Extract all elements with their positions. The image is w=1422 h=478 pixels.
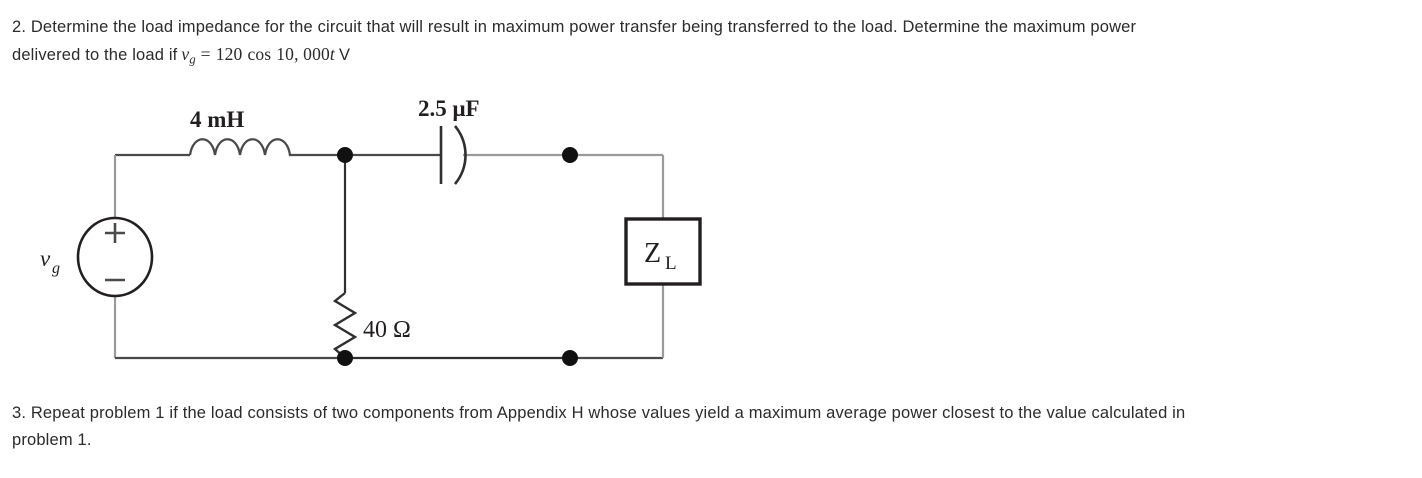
capacitor-label: 2.5 μF bbox=[418, 96, 480, 121]
capacitor bbox=[439, 125, 467, 185]
resistor-zigzag bbox=[332, 292, 358, 359]
equation-variable: v bbox=[181, 44, 190, 64]
resistor bbox=[332, 292, 358, 359]
equation-time-variable: t bbox=[329, 44, 335, 64]
problem-2-statement: 2. Determine the load impedance for the … bbox=[12, 14, 1412, 74]
inductor-label: 4 mH bbox=[190, 107, 244, 132]
load-impedance: Z L bbox=[624, 217, 702, 286]
equation-amplitude: 120 bbox=[215, 44, 243, 64]
equation-variable-subscript: g bbox=[189, 52, 196, 67]
equation-relation: = bbox=[200, 44, 211, 64]
node-dot-top-left bbox=[337, 147, 353, 163]
resistor-label: 40 Ω bbox=[363, 317, 411, 343]
load-impedance-box bbox=[624, 217, 702, 286]
problem-3-line-2: problem 1. bbox=[12, 431, 92, 449]
inductor bbox=[188, 138, 305, 157]
node-dot-bottom-left bbox=[337, 350, 353, 366]
equation-unit: V bbox=[338, 46, 351, 64]
problem-2-line-1: 2. Determine the load impedance for the … bbox=[12, 18, 1137, 36]
load-impedance-label: Z bbox=[644, 238, 661, 269]
circuit-diagram: v g 4 mH 2.5 μF 40 Ω Z L bbox=[0, 88, 760, 388]
voltage-source-label: v bbox=[40, 246, 51, 271]
problem-2-line-2-prefix: delivered to the load if bbox=[12, 46, 178, 64]
problem-3-line-1: 3. Repeat problem 1 if the load consists… bbox=[12, 404, 1186, 422]
voltage-source-circle bbox=[76, 216, 154, 298]
problem-3-statement: 3. Repeat problem 1 if the load consists… bbox=[12, 400, 1412, 454]
plus-icon bbox=[105, 223, 125, 243]
node-dot-top-right bbox=[562, 147, 578, 163]
inductor-coil bbox=[188, 138, 305, 157]
load-impedance-label-subscript: L bbox=[665, 253, 677, 274]
voltage-source-label-subscript: g bbox=[52, 260, 60, 277]
node-dot-bottom-right bbox=[562, 350, 578, 366]
equation-argument: 10, 000 bbox=[276, 44, 330, 64]
voltage-source bbox=[76, 216, 154, 298]
capacitor-curved-plate bbox=[453, 125, 467, 185]
equation-function: cos bbox=[247, 44, 272, 64]
